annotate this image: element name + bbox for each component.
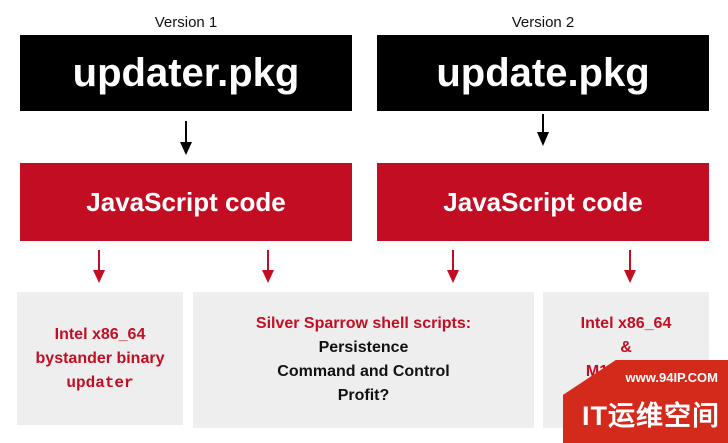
javascript-box-v2: JavaScript code — [377, 163, 709, 241]
watermark-url: www.94IP.COM — [625, 370, 718, 385]
version-1-caption: Version 1 — [154, 14, 218, 31]
v2-binary-arch-1: Intel x86_64 — [580, 315, 672, 332]
shell-scripts-box: Silver Sparrow shell scripts: Persistenc… — [193, 292, 534, 428]
shell-script-item: Command and Control — [277, 363, 450, 380]
arrow-js-to-shell-v2 — [447, 250, 459, 283]
arrow-pkg-to-js-v1 — [180, 121, 192, 155]
v1-binary-arch: Intel x86_64 — [54, 325, 146, 343]
shell-scripts-title: Silver Sparrow shell scripts: — [255, 315, 472, 332]
arrow-js-to-binary-v1 — [93, 250, 105, 283]
v1-binary-filename: updater — [66, 373, 134, 392]
arrow-js-to-binary-v2 — [624, 250, 636, 283]
version-2-caption: Version 2 — [511, 14, 575, 31]
javascript-box-v1: JavaScript code — [20, 163, 352, 241]
v1-binary-box: Intel x86_64 bystander binary updater — [17, 292, 183, 425]
shell-script-item: Persistence — [318, 339, 409, 356]
arrow-pkg-to-js-v2 — [537, 114, 549, 146]
v2-binary-ampersand: & — [620, 339, 632, 356]
arrow-js-to-shell-v1 — [262, 250, 274, 283]
v1-binary-desc: bystander binary — [35, 349, 165, 367]
package-box-v1: updater.pkg — [20, 35, 352, 111]
shell-script-item: Profit? — [337, 387, 390, 404]
watermark-brand: IT运维空间 — [582, 401, 720, 431]
package-box-v2: update.pkg — [377, 35, 709, 111]
